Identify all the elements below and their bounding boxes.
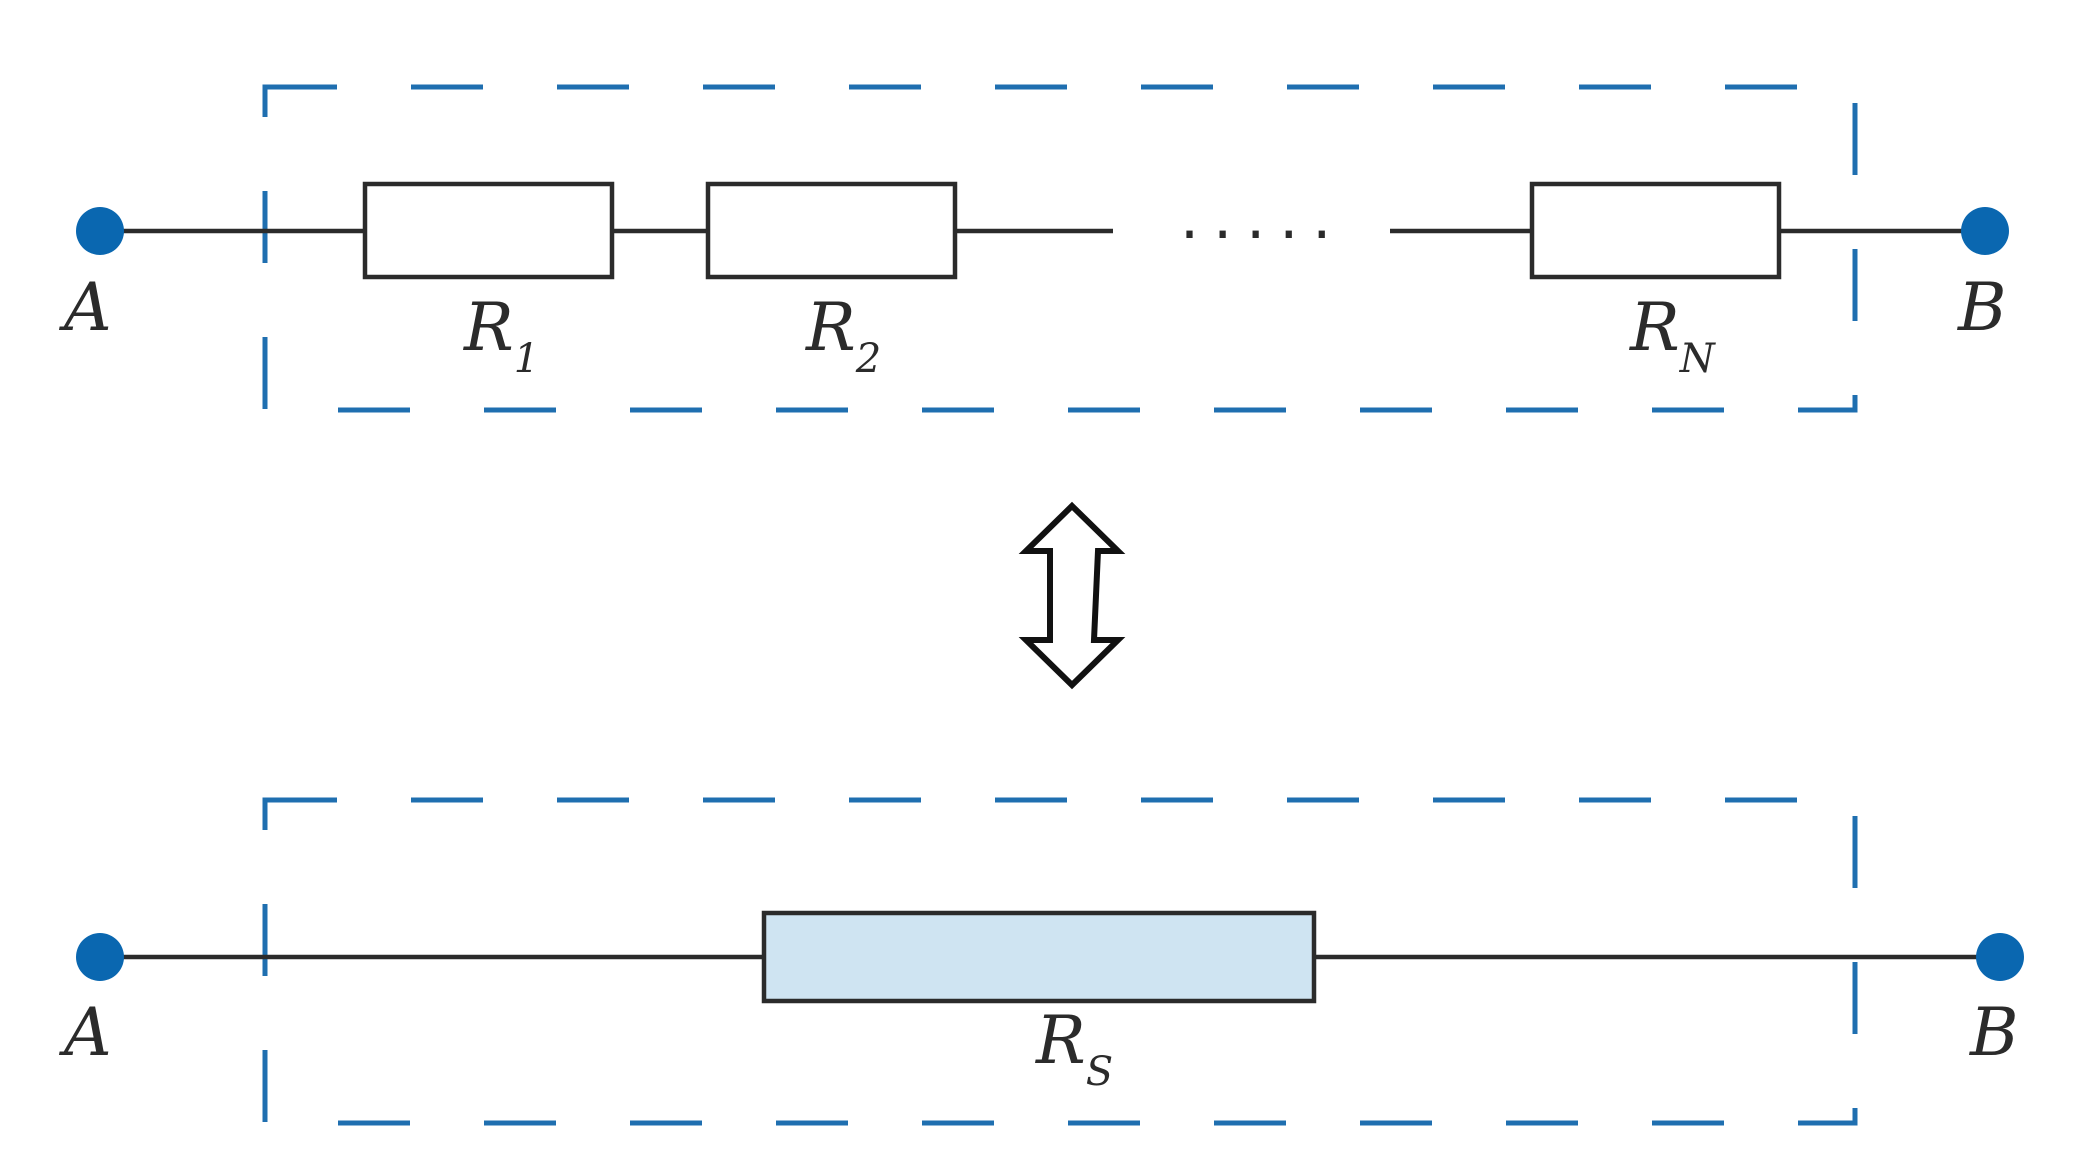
resistor-r2 [705, 181, 958, 280]
top-terminal-b-dot [1961, 207, 2009, 255]
resistor-r1-subscript: 1 [514, 336, 539, 382]
equivalence-arrow-icon [1018, 501, 1126, 690]
top-dashed-boundary [262, 84, 1858, 413]
bottom-terminal-a-label: A [58, 994, 112, 1071]
resistor-r1 [362, 181, 615, 280]
resistor-rs [761, 910, 1317, 1004]
resistor-rn-label: RN [1629, 289, 1717, 382]
bottom-dashed-boundary [262, 797, 1858, 1126]
resistor-rs-letter: R [1035, 1002, 1086, 1079]
top-terminal-a-dot [76, 207, 124, 255]
bottom-terminal-b-dot [1976, 933, 2024, 981]
resistor-r1-label: R1 [463, 289, 539, 382]
bottom-circuit: A B RS [58, 797, 2024, 1126]
series-ellipsis: ..... [1180, 183, 1345, 253]
resistor-rs-label: RS [1035, 1002, 1113, 1095]
resistor-r2-letter: R [805, 289, 856, 366]
top-circuit: ..... A B R1 R2 RN [58, 84, 2009, 413]
resistor-r1-letter: R [463, 289, 514, 366]
resistor-r2-label: R2 [805, 289, 881, 382]
bottom-terminal-b-label: B [1969, 994, 2019, 1071]
bottom-terminal-a-dot [76, 933, 124, 981]
resistor-r2-subscript: 2 [855, 336, 881, 382]
resistor-rn [1529, 181, 1782, 280]
top-terminal-b-label: B [1957, 269, 2007, 346]
top-terminal-a-label: A [58, 269, 112, 346]
resistor-rn-subscript: N [1679, 336, 1717, 382]
resistor-rs-subscript: S [1086, 1049, 1113, 1095]
resistor-rn-letter: R [1629, 289, 1680, 366]
